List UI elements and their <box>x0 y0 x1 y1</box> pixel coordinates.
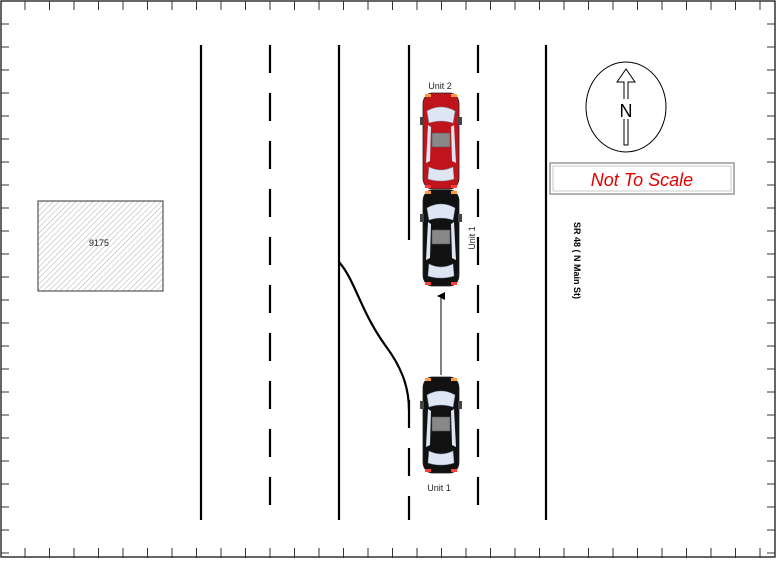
scale-note-box <box>549 162 735 195</box>
unit-label: Unit 2 <box>428 81 452 91</box>
unit-label: Unit 1 <box>427 483 451 493</box>
vehicle-unit-1-final <box>419 189 463 287</box>
unit-label: Unit 1 <box>467 226 477 250</box>
vehicle-unit-1-initial <box>419 376 463 474</box>
north-letter: N <box>620 101 633 121</box>
turn-lane-taper <box>338 261 411 411</box>
scale-note: Not To Scale <box>591 170 693 190</box>
road-name-label: SR 48 ( N Main St) <box>572 222 582 299</box>
building <box>37 200 164 292</box>
building-label: 9175 <box>89 238 109 248</box>
vehicle-unit-2 <box>419 92 463 190</box>
north-arrow: N <box>585 61 667 153</box>
